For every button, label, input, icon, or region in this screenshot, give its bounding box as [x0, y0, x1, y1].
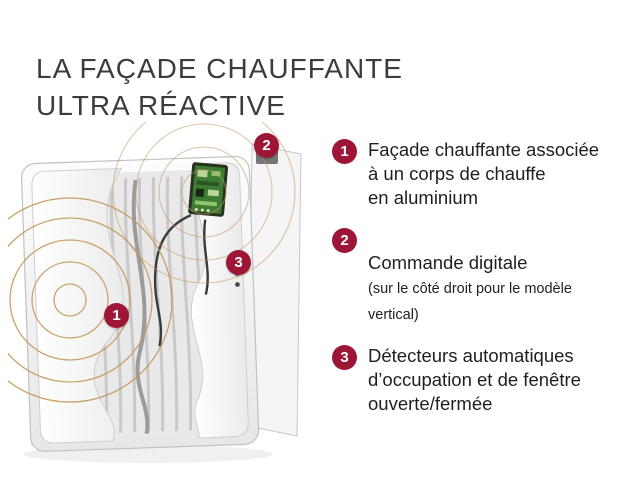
legend-text-main: Commande digitale [368, 252, 528, 273]
legend: 1 Façade chauffante associée à un corps … [332, 138, 610, 416]
legend-text-2: Commande digitale (sur le côté droit pou… [368, 227, 610, 327]
legend-text-1: Façade chauffante associée à un corps de… [368, 139, 600, 208]
marker-badge-1: 1 [104, 303, 129, 328]
marker-badge-2: 2 [254, 133, 279, 158]
page-title: LA FAÇADE CHAUFFANTE ULTRA RÉACTIVE [36, 50, 403, 124]
page-title-line2: ULTRA RÉACTIVE [36, 90, 286, 121]
legend-number: 1 [340, 143, 349, 160]
legend-item-1: 1 Façade chauffante associée à un corps … [332, 138, 610, 210]
legend-text-note: (sur le côté droit pour le modèle vertic… [368, 281, 572, 323]
legend-badge-2: 2 [332, 228, 357, 253]
legend-item-2: 2 Commande digitale (sur le côté droit p… [332, 227, 610, 327]
wiring [153, 213, 209, 347]
legend-number: 3 [340, 349, 349, 366]
heat-rings [8, 197, 173, 403]
marker-number: 2 [262, 137, 271, 154]
heater-body [20, 155, 260, 452]
heater-illustration: 2 3 1 [8, 122, 330, 468]
legend-item-3: 3 Détecteurs automatiques d’occupation e… [332, 344, 610, 416]
legend-text-3: Détecteurs automatiques d’occupation et … [368, 345, 581, 414]
legend-number: 2 [340, 232, 349, 249]
legend-badge-3: 3 [332, 345, 357, 370]
marker-number: 1 [112, 307, 121, 324]
page-title-line1: LA FAÇADE CHAUFFANTE [36, 53, 403, 84]
detection-rings [112, 122, 296, 284]
marker-badge-3: 3 [226, 250, 251, 275]
legend-badge-1: 1 [332, 139, 357, 164]
marker-number: 3 [234, 254, 243, 271]
heater-cutaway-drawing [8, 122, 302, 463]
